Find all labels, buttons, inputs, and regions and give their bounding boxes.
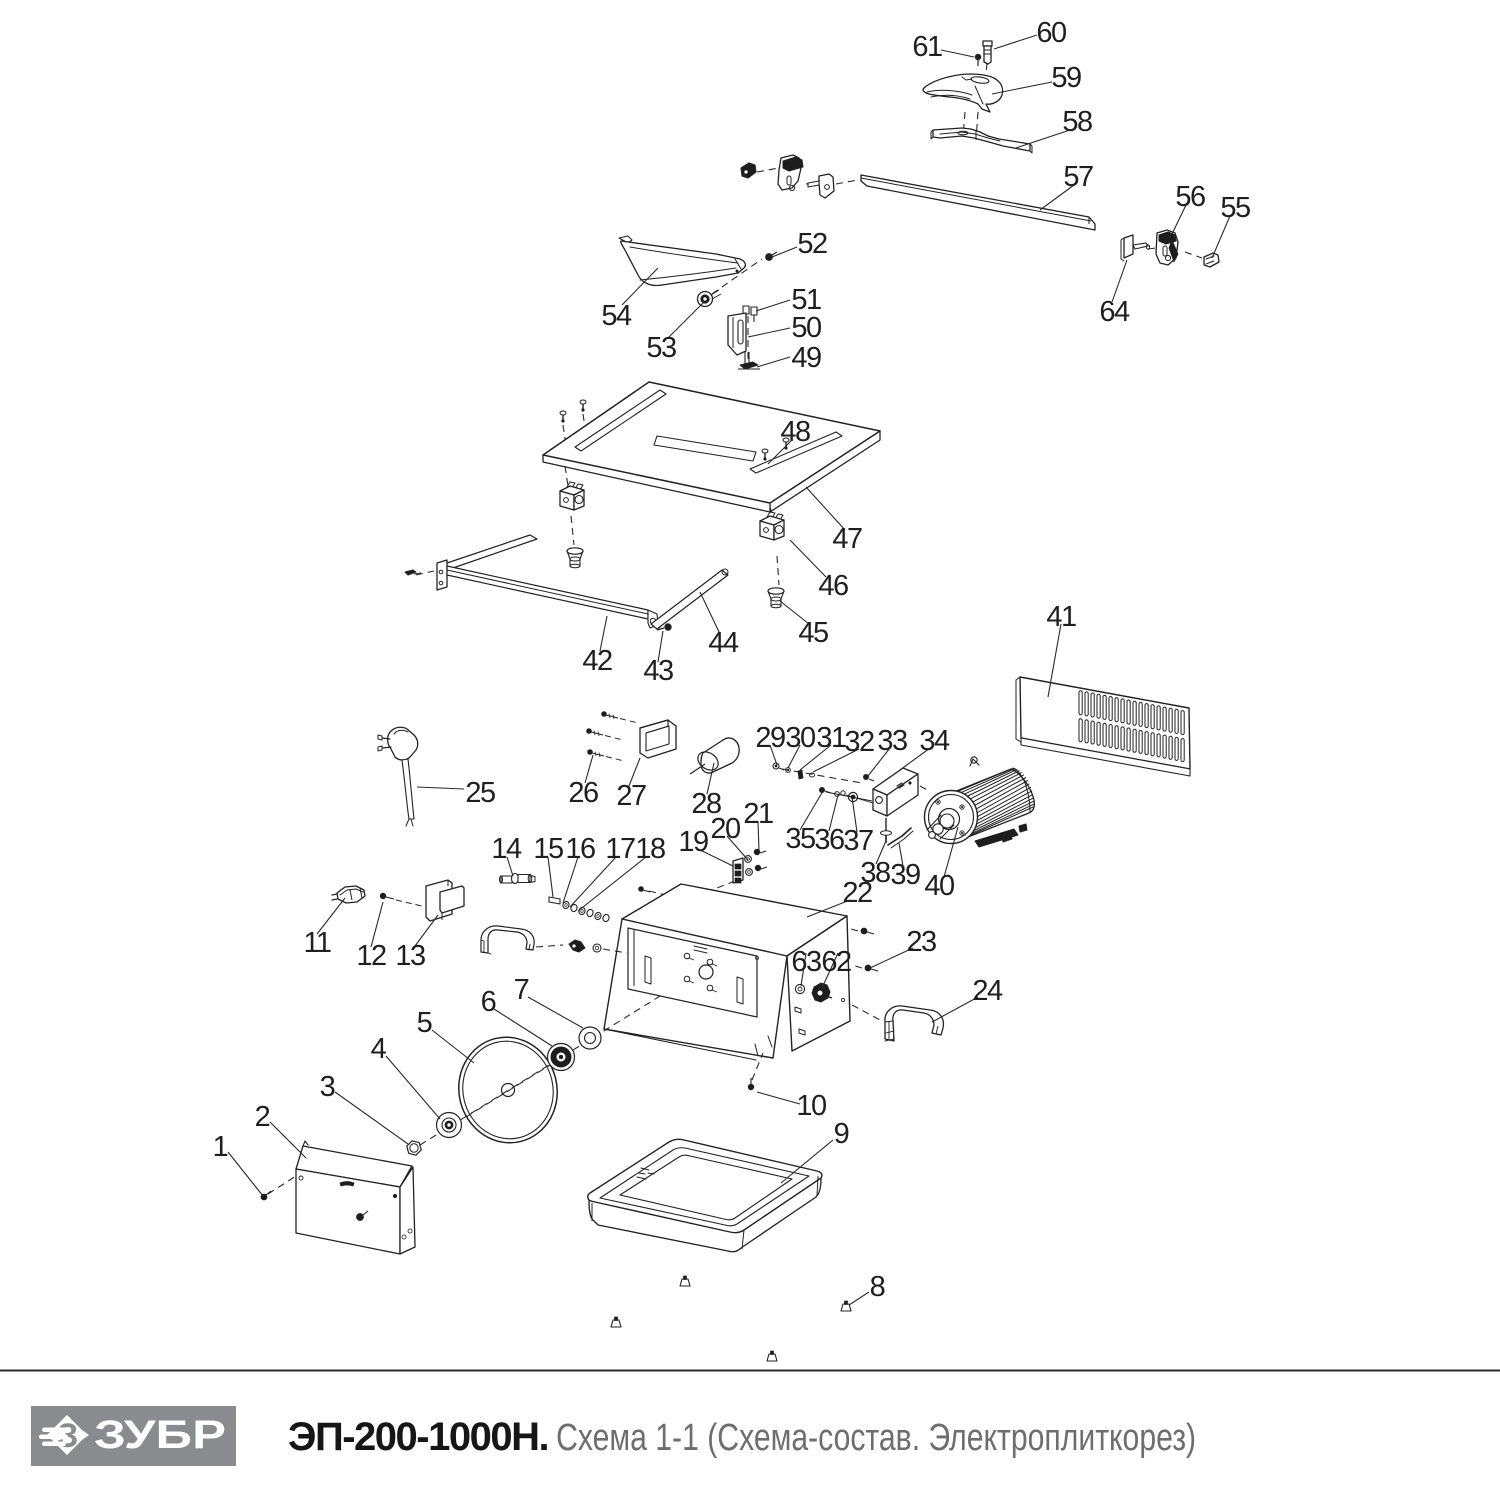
svg-text:63: 63: [791, 946, 821, 978]
svg-text:30: 30: [785, 722, 815, 754]
svg-text:55: 55: [1220, 192, 1250, 224]
svg-text:57: 57: [1063, 161, 1093, 193]
svg-text:31: 31: [816, 722, 846, 754]
svg-text:48: 48: [780, 416, 810, 448]
svg-text:60: 60: [1036, 17, 1066, 49]
svg-text:51: 51: [791, 284, 821, 316]
svg-text:20: 20: [710, 813, 740, 845]
svg-text:3: 3: [320, 1071, 335, 1103]
svg-text:40: 40: [924, 870, 954, 902]
svg-text:59: 59: [1051, 62, 1081, 94]
svg-text:25: 25: [465, 777, 495, 809]
svg-text:12: 12: [356, 940, 386, 972]
svg-text:2: 2: [255, 1101, 270, 1133]
svg-text:52: 52: [797, 228, 827, 260]
svg-text:21: 21: [743, 798, 773, 830]
svg-text:14: 14: [491, 833, 522, 865]
svg-text:33: 33: [877, 725, 907, 757]
svg-text:37: 37: [843, 825, 873, 857]
svg-text:5: 5: [417, 1007, 432, 1039]
svg-text:61: 61: [912, 31, 942, 63]
svg-text:28: 28: [691, 788, 721, 820]
svg-text:62: 62: [821, 946, 851, 978]
svg-text:29: 29: [755, 722, 785, 754]
svg-text:41: 41: [1046, 601, 1076, 633]
svg-text:9: 9: [834, 1118, 849, 1150]
svg-text:38: 38: [860, 857, 890, 889]
svg-text:34: 34: [919, 725, 950, 757]
svg-text:1: 1: [213, 1131, 228, 1163]
svg-text:6: 6: [481, 986, 496, 1018]
svg-text:32: 32: [844, 726, 874, 758]
svg-text:4: 4: [371, 1033, 387, 1065]
svg-text:8: 8: [870, 1271, 885, 1303]
svg-text:24: 24: [972, 975, 1003, 1007]
svg-text:22: 22: [842, 877, 872, 909]
svg-text:16: 16: [565, 833, 595, 865]
svg-text:46: 46: [818, 570, 848, 602]
svg-text:35: 35: [785, 823, 815, 855]
svg-text:27: 27: [616, 780, 646, 812]
svg-text:44: 44: [708, 627, 739, 659]
svg-text:45: 45: [798, 617, 828, 649]
svg-text:13: 13: [395, 940, 425, 972]
svg-text:47: 47: [832, 523, 862, 555]
svg-text:11: 11: [303, 927, 330, 959]
svg-text:15: 15: [533, 833, 563, 865]
svg-text:26: 26: [568, 777, 598, 809]
svg-text:64: 64: [1099, 296, 1130, 328]
svg-text:18: 18: [635, 833, 665, 865]
svg-text:ЭП-200-1000Н.Схема 1-1 (Схема-: ЭП-200-1000Н.Схема 1-1 (Схема-состав. Эл…: [288, 1415, 1196, 1459]
svg-text:ЗУБР: ЗУБР: [94, 1413, 226, 1457]
svg-text:23: 23: [906, 926, 936, 958]
svg-text:49: 49: [791, 342, 821, 374]
svg-text:10: 10: [796, 1090, 826, 1122]
svg-text:7: 7: [514, 974, 529, 1006]
svg-text:53: 53: [646, 332, 676, 364]
svg-text:39: 39: [890, 859, 920, 891]
svg-text:58: 58: [1062, 106, 1092, 138]
svg-text:19: 19: [678, 826, 708, 858]
svg-text:42: 42: [582, 645, 612, 677]
svg-text:56: 56: [1175, 181, 1205, 213]
svg-text:36: 36: [814, 824, 844, 856]
svg-text:50: 50: [791, 312, 821, 344]
svg-text:43: 43: [643, 655, 673, 687]
svg-text:54: 54: [601, 300, 632, 332]
svg-text:17: 17: [605, 833, 635, 865]
